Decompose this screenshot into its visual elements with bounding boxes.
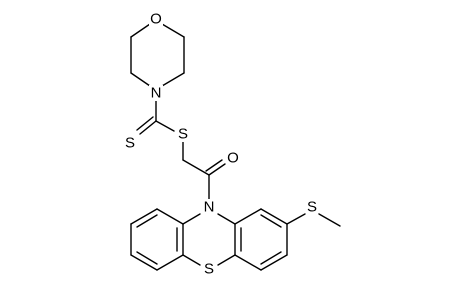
phenothiazine-sulfur-label: S xyxy=(204,261,214,278)
bond-r4 xyxy=(260,254,288,271)
morpholine-ring xyxy=(130,23,185,87)
bond-c10a-s xyxy=(182,254,201,266)
methylthio-group xyxy=(286,213,341,227)
bond-r2-inner xyxy=(260,214,282,228)
phenothiazine-central-ring xyxy=(182,213,236,266)
bond-s-ch3 xyxy=(318,213,341,227)
bond-co-o-a xyxy=(208,163,226,176)
dithiocarbamate-group xyxy=(136,99,175,135)
bond-ar-s xyxy=(286,213,306,225)
ketone-oxygen-label: O xyxy=(227,150,239,167)
bond-r1 xyxy=(234,208,262,225)
bond-co-o-b xyxy=(205,159,223,172)
bond-l4 xyxy=(130,254,158,271)
bond-c-s-thione-a xyxy=(139,120,157,135)
thione-sulfur-label: S xyxy=(125,135,135,152)
bond-ch2-co xyxy=(182,159,210,176)
methylthio-sulfur-label: S xyxy=(307,199,317,216)
morpholine-nitrogen-label: N xyxy=(151,85,162,102)
bond-c-s-thione-b xyxy=(136,116,154,131)
bond-l2 xyxy=(130,208,158,225)
bond-n-c3 xyxy=(130,72,151,87)
bond-r2 xyxy=(260,208,288,225)
morpholine-oxygen-label: O xyxy=(150,11,162,28)
atom-labels: O N S S O N S S xyxy=(124,11,318,278)
bond-c-s-thioester xyxy=(155,120,175,132)
bond-c9a-s xyxy=(217,254,236,266)
thioester-sulfur-label: S xyxy=(178,126,188,143)
bond-r5 xyxy=(234,254,262,271)
right-benzene-ring xyxy=(234,208,288,271)
phenothiazine-nitrogen-label: N xyxy=(204,199,215,216)
bond-l5 xyxy=(156,254,184,271)
bond-r4-inner xyxy=(260,251,282,265)
bond-c2-n xyxy=(161,72,185,87)
bond-o-c1 xyxy=(161,23,185,38)
bond-l4-inner xyxy=(136,251,158,265)
bond-c4-o xyxy=(130,23,151,38)
left-benzene-ring xyxy=(130,208,184,271)
bond-l1 xyxy=(156,208,184,225)
bond-n-c4a xyxy=(182,213,201,225)
bond-l2-inner xyxy=(136,214,158,228)
acetyl-linker xyxy=(182,141,226,201)
bond-n-c5a xyxy=(217,213,236,225)
